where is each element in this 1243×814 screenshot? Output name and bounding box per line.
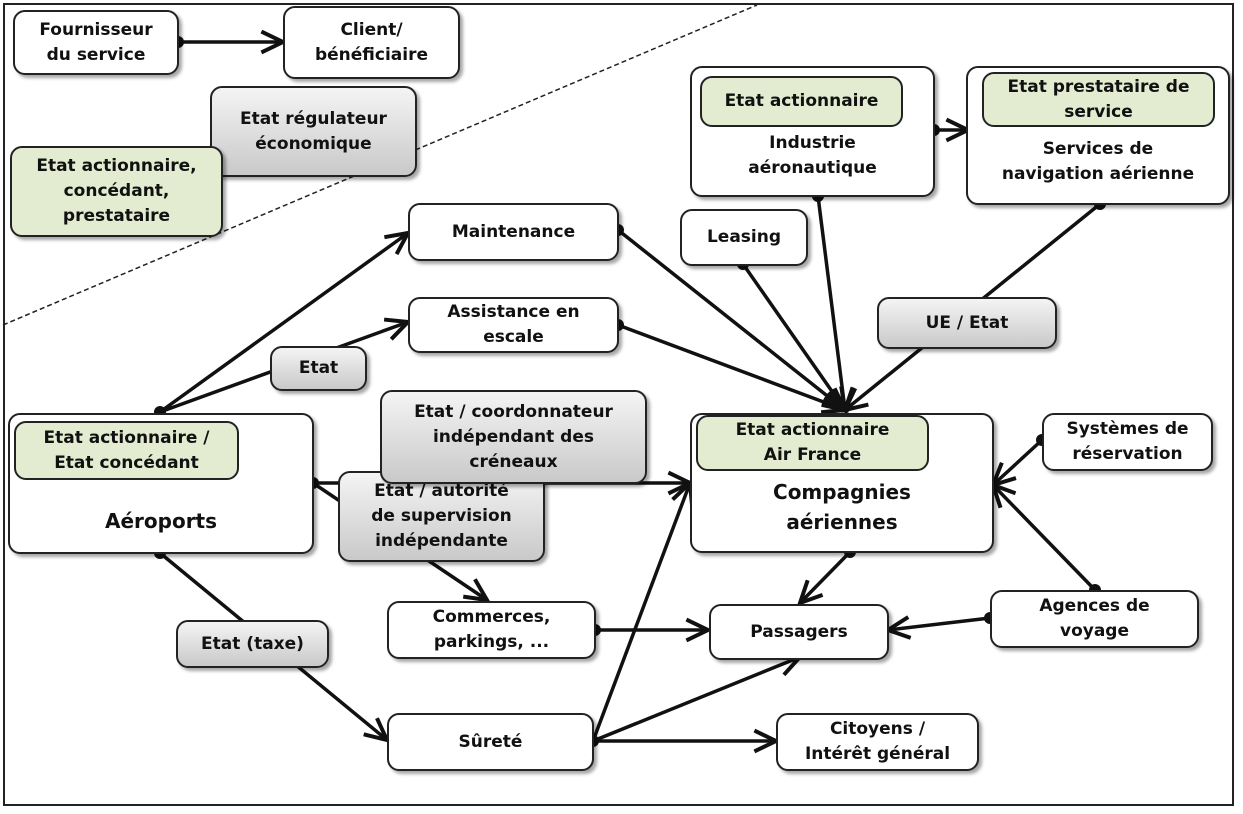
airports-role: Etat actionnaire / Etat concédant <box>14 421 239 480</box>
node-leasing: Leasing <box>680 209 808 266</box>
node-citizens: Citoyens / Intérêt général <box>776 713 979 771</box>
label-tax: Etat (taxe) <box>176 620 329 668</box>
role-shareholder: Etat actionnaire, concédant, prestataire <box>10 146 223 237</box>
edge-maintenance-airlines <box>616 228 847 412</box>
node-assistance: Assistance en escale <box>408 297 619 353</box>
label-slot-coordinator: Etat / coordonnateur indépendant des cré… <box>380 390 647 484</box>
label-eu-state: UE / Etat <box>877 297 1057 349</box>
edge-airports-commerce-arrowhead <box>462 578 491 603</box>
node-agencies: Agences de voyage <box>990 590 1199 648</box>
edge-industry-airlines <box>816 195 847 411</box>
edge-security-passengers <box>592 655 801 743</box>
diagram-frame <box>3 3 1234 806</box>
industry-role: Etat actionnaire <box>700 76 903 127</box>
nav-role: Etat prestataire de service <box>982 72 1215 127</box>
edge-security-airlines <box>591 482 692 742</box>
node-maintenance: Maintenance <box>408 203 619 261</box>
edge-booking-airlines <box>991 438 1044 487</box>
edge-assistance-airlines <box>617 323 846 412</box>
role-regulator: Etat régulateur économique <box>210 86 417 177</box>
airlines-role: Etat actionnaire Air France <box>696 415 929 471</box>
node-commerce: Commerces, parkings, ... <box>387 601 596 659</box>
label-etat: Etat <box>270 346 367 391</box>
node-booking: Systèmes de réservation <box>1042 413 1213 471</box>
edge-airlines-passengers <box>798 550 852 605</box>
edge-navservices-airlines-arrowhead <box>841 387 869 413</box>
edge-airlines-passengers-arrowhead <box>796 579 824 607</box>
edge-agencies-airlines <box>991 483 1097 592</box>
edge-leasing-airlines <box>741 262 847 412</box>
edge-agencies-passengers <box>887 616 991 632</box>
edge-commerce-passengers-arrowhead <box>685 617 713 643</box>
edge-airports-maintenance <box>158 231 410 414</box>
label-supervision: Etat / autorité de supervision indépenda… <box>338 471 545 562</box>
legend-client: Client/ bénéficiaire <box>283 6 460 79</box>
node-passengers: Passagers <box>709 604 889 660</box>
legend-provider: Fournisseur du service <box>13 10 179 75</box>
node-security: Sûreté <box>387 713 594 771</box>
